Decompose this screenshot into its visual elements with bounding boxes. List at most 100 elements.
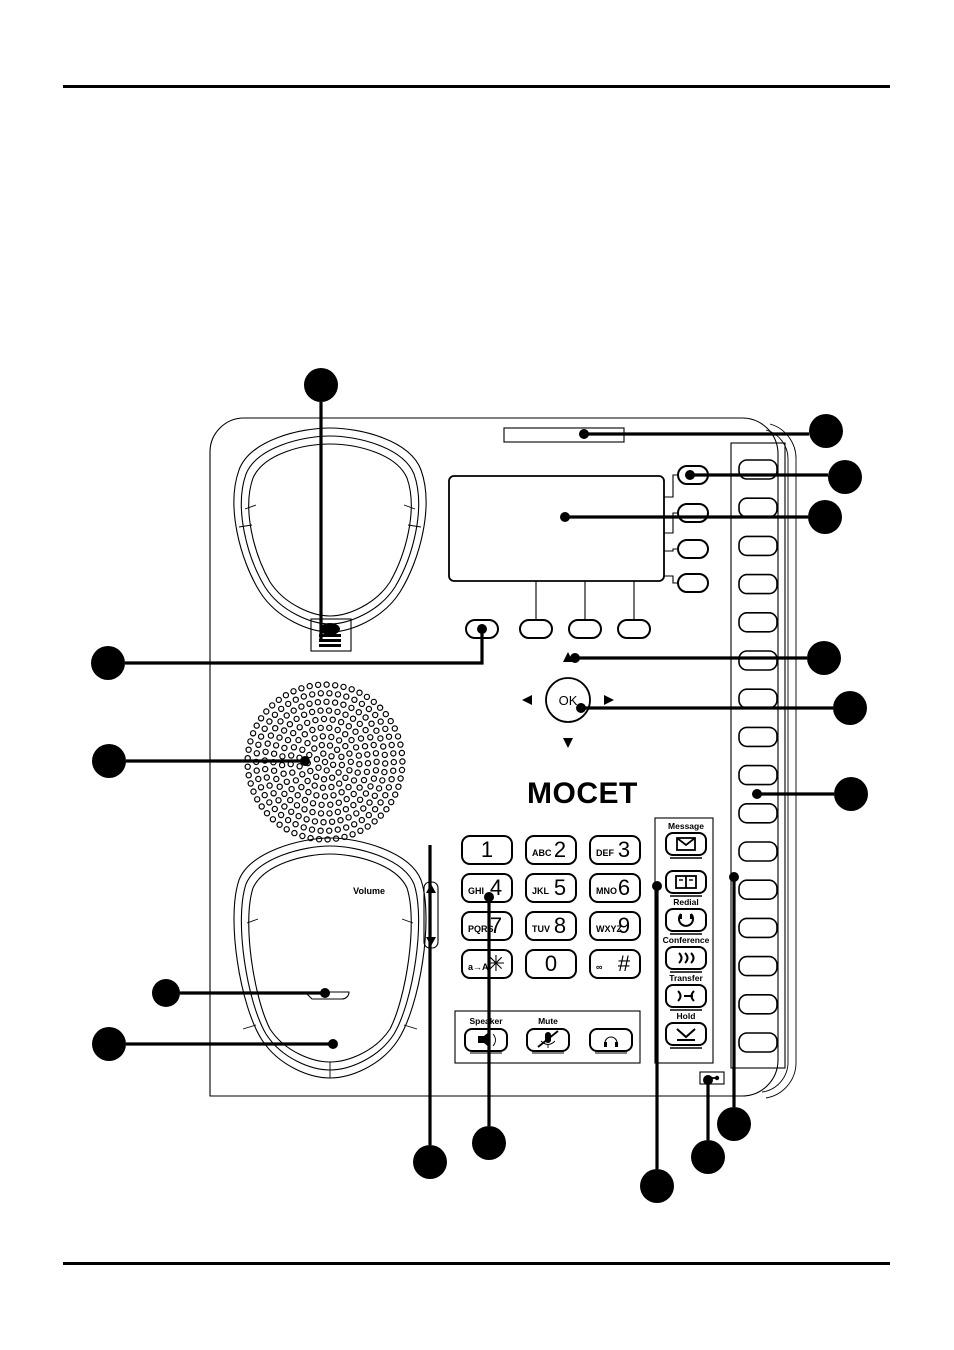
line-key[interactable] — [738, 497, 778, 519]
grille-hole — [329, 716, 336, 723]
grille-hole — [341, 833, 348, 841]
grille-hole — [266, 718, 273, 725]
headset-icon — [604, 1036, 618, 1047]
dialpad-key-1[interactable] — [461, 835, 513, 865]
feature-key-directory[interactable] — [665, 870, 707, 894]
dialpad-key-9[interactable] — [589, 911, 641, 941]
bottom-key-row[interactable]: Speaker Mute — [454, 1010, 641, 1064]
line-key[interactable] — [738, 573, 778, 595]
line-key[interactable] — [738, 726, 778, 748]
grille-hole — [307, 767, 314, 775]
line-key[interactable] — [738, 1032, 778, 1053]
grille-hole — [263, 708, 270, 715]
grille-hole — [368, 720, 375, 727]
grille-hole — [311, 818, 319, 825]
line-key[interactable] — [738, 955, 778, 977]
line-key[interactable] — [738, 917, 778, 939]
dialpad-key-5[interactable] — [525, 873, 577, 903]
grille-hole — [292, 696, 299, 703]
grille-hole — [331, 699, 339, 706]
line-key[interactable] — [738, 879, 778, 901]
dialpad-key-hash[interactable] — [589, 949, 641, 979]
grille-hole — [328, 818, 336, 826]
feature-key-hold[interactable] — [665, 1022, 707, 1046]
dialpad-letters: a→A — [468, 962, 489, 972]
grille-hole — [317, 724, 324, 732]
line-key[interactable] — [738, 611, 778, 633]
grille-hole — [304, 719, 311, 727]
dialpad-key-6[interactable] — [589, 873, 641, 903]
grille-hole — [380, 743, 387, 750]
triangle-right-icon — [604, 695, 614, 705]
grille-hole — [367, 783, 374, 790]
grille-hole — [284, 816, 292, 824]
dialpad-key-0[interactable] — [525, 949, 577, 979]
line-key[interactable] — [738, 841, 778, 862]
directory-book-icon — [675, 875, 697, 889]
line-key[interactable] — [738, 535, 778, 557]
feature-key-transfer[interactable] — [665, 984, 707, 1008]
grille-hole — [280, 727, 288, 734]
dialpad-key-star[interactable] — [461, 949, 513, 979]
feature-key-redial[interactable] — [665, 908, 707, 932]
grille-hole — [330, 792, 337, 799]
grille-hole — [349, 715, 357, 722]
grille-hole — [348, 736, 355, 744]
line-key[interactable] — [738, 459, 778, 480]
line-key[interactable] — [738, 764, 778, 786]
dialpad-key-2[interactable] — [525, 835, 577, 865]
grille-hole — [388, 798, 395, 806]
line-key[interactable] — [738, 993, 778, 1015]
navigation-pad[interactable]: OK — [522, 652, 614, 748]
dialpad-digit: 9 — [618, 913, 630, 938]
grille-hole — [321, 793, 329, 800]
grille-hole — [309, 726, 316, 734]
grille-hole — [399, 758, 406, 765]
grille-hole — [271, 805, 278, 813]
feature-key-message[interactable] — [665, 832, 707, 856]
mute-key — [526, 1028, 570, 1054]
soft-keys[interactable] — [465, 581, 651, 639]
dialpad-key-8[interactable] — [525, 911, 577, 941]
line-key[interactable] — [738, 688, 778, 710]
grille-hole — [282, 692, 290, 699]
grille-hole — [247, 780, 254, 787]
dialpad-key-4[interactable] — [461, 873, 513, 903]
grille-hole — [397, 775, 404, 782]
grille-hole — [325, 707, 333, 714]
grille-hole — [283, 712, 290, 719]
grille-hole — [283, 826, 290, 833]
speaker-grille — [244, 681, 406, 843]
grille-hole — [366, 799, 373, 806]
line-key[interactable] — [738, 802, 778, 824]
grille-hole — [395, 783, 402, 790]
grille-hole — [253, 750, 260, 757]
grille-hole — [390, 767, 397, 774]
grille-hole — [300, 693, 307, 700]
callout-marker-c14 — [640, 1169, 674, 1203]
grille-hole — [311, 745, 318, 752]
grille-hole — [320, 715, 328, 723]
grille-hole — [298, 783, 305, 791]
line-key-column[interactable] — [730, 442, 786, 1069]
grille-hole — [328, 774, 336, 781]
callout-marker-c8 — [92, 744, 126, 778]
display-side-keys[interactable] — [664, 465, 709, 593]
line-key[interactable] — [738, 650, 778, 671]
grille-hole — [261, 791, 268, 799]
grille-hole — [285, 700, 292, 708]
dialpad-letters: ABC — [532, 848, 552, 858]
dialpad-digit: ✳ — [487, 951, 505, 976]
feature-key-conference[interactable] — [665, 946, 707, 970]
grille-hole — [320, 776, 328, 783]
grille-hole — [269, 816, 277, 823]
dialpad-key-7[interactable] — [461, 911, 513, 941]
grille-hole — [295, 812, 302, 820]
grille-hole — [276, 734, 283, 741]
grille-hole — [377, 812, 384, 819]
dialpad-key-3[interactable] — [589, 835, 641, 865]
grille-hole — [326, 742, 334, 749]
grille-hole — [382, 710, 389, 718]
